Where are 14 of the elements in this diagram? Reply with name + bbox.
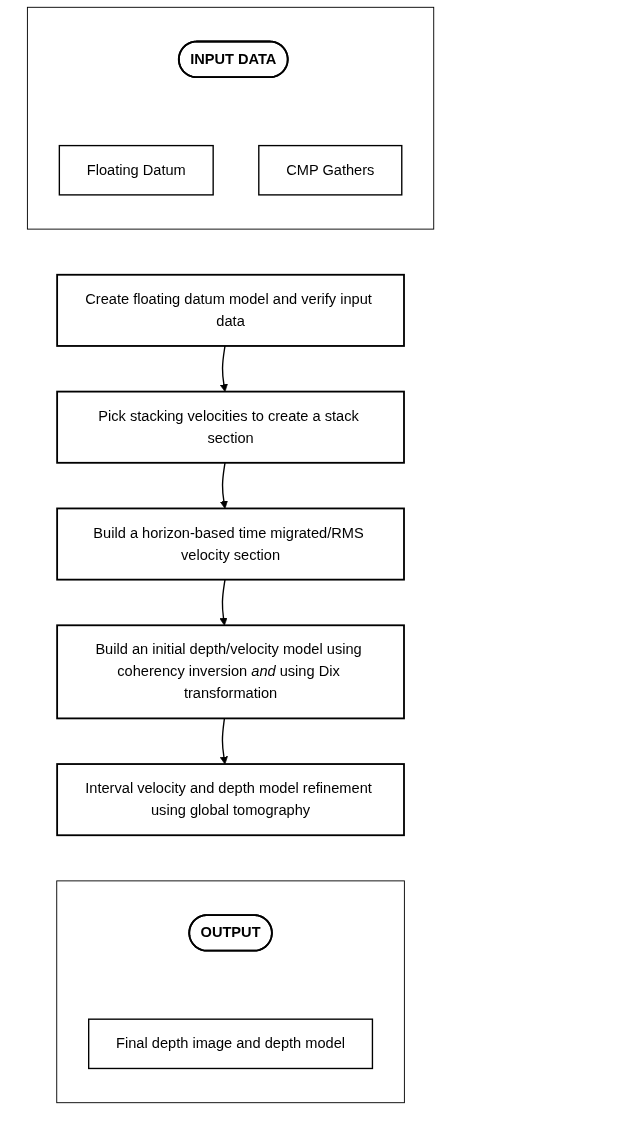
cluster [56,880,405,1104]
node-box: Floating Datum [58,144,214,196]
arrow [219,345,228,392]
node-box: Interval velocity and depth model refinement using global tomography [56,763,405,837]
arrow [219,717,228,765]
arrow [219,578,228,626]
node-box: Pick stacking velocities to create a stack section [56,390,405,464]
cluster [26,6,435,230]
node-box: Final depth image and depth model [88,1018,374,1070]
node-box: Build a horizon-based time migrated/RMS velocity section [56,507,405,581]
node-box: Build an initial depth/velocity model using coherency inversion and using Dix transformation [56,624,405,720]
node-box: CMP Gathers [258,144,403,196]
node-box: Create floating datum model and verify input data [56,273,405,347]
arrow [219,462,228,509]
